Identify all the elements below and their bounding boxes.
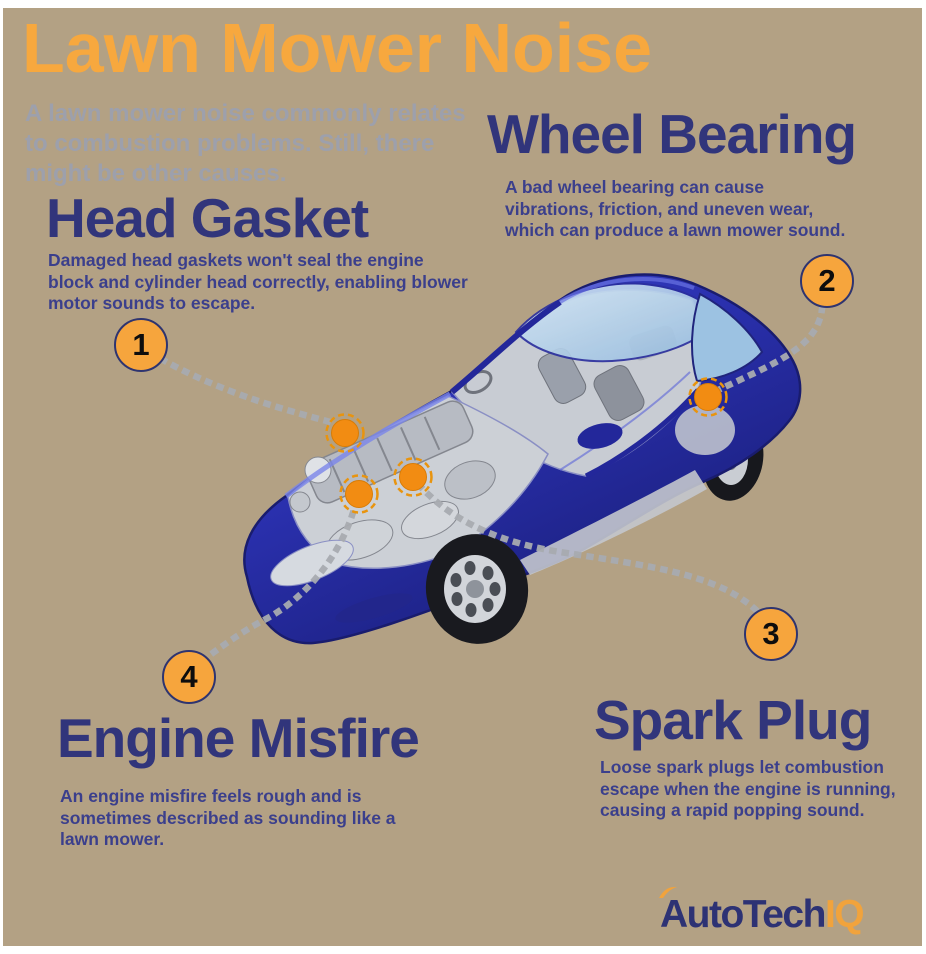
heading-engine-misfire: Engine Misfire <box>57 707 420 769</box>
body-line: causing a rapid popping sound. <box>600 800 865 820</box>
body-line: escape when the engine is running, <box>600 778 896 799</box>
step-badge-1: 1 <box>114 318 168 372</box>
step-badge-3: 3 <box>744 607 798 661</box>
body-line: Loose spark plugs let combustion <box>600 757 884 777</box>
heading-spark-plug: Spark Plug <box>594 689 872 751</box>
body-line: vibrations, friction, and uneven wear, <box>505 198 814 219</box>
intro-line: to combustion problems. Still, there <box>25 130 435 157</box>
body-line: An engine misfire feels rough and is <box>60 786 362 806</box>
step-badge-4: 4 <box>162 650 216 704</box>
brand-accent: IQ <box>824 893 865 936</box>
body-line: motor sounds to escape. <box>48 293 256 313</box>
body-wheel-bearing: A bad wheel bearing can cause vibrations… <box>505 177 895 242</box>
body-line: sometimes described as sounding like a <box>60 807 396 828</box>
body-line: block and cylinder head correctly, enabl… <box>48 271 468 292</box>
heading-wheel-bearing: Wheel Bearing <box>487 103 857 165</box>
logo-swoosh-icon <box>659 886 677 898</box>
intro-line: might be other causes. <box>25 160 287 187</box>
body-line: A bad wheel bearing can cause <box>505 177 765 197</box>
body-head-gasket: Damaged head gaskets won't seal the engi… <box>48 250 493 315</box>
body-line: lawn mower. <box>60 829 165 849</box>
heading-head-gasket: Head Gasket <box>46 187 369 249</box>
page-title: Lawn Mower Noise <box>22 9 653 87</box>
step-badge-2: 2 <box>800 254 854 308</box>
body-spark-plug: Loose spark plugs let combustion escape … <box>600 757 926 822</box>
brand-primary: AutoTech <box>659 886 826 936</box>
body-line: which can produce a lawn mower sound. <box>505 220 846 240</box>
intro-text: A lawn mower noise commonly relates to c… <box>25 99 495 189</box>
body-engine-misfire: An engine misfire feels rough and is som… <box>60 786 435 851</box>
body-line: Damaged head gaskets won't seal the engi… <box>48 250 424 270</box>
intro-line: A lawn mower noise commonly relates <box>25 100 466 127</box>
brand-logo: AutoTechIQ <box>659 886 865 937</box>
